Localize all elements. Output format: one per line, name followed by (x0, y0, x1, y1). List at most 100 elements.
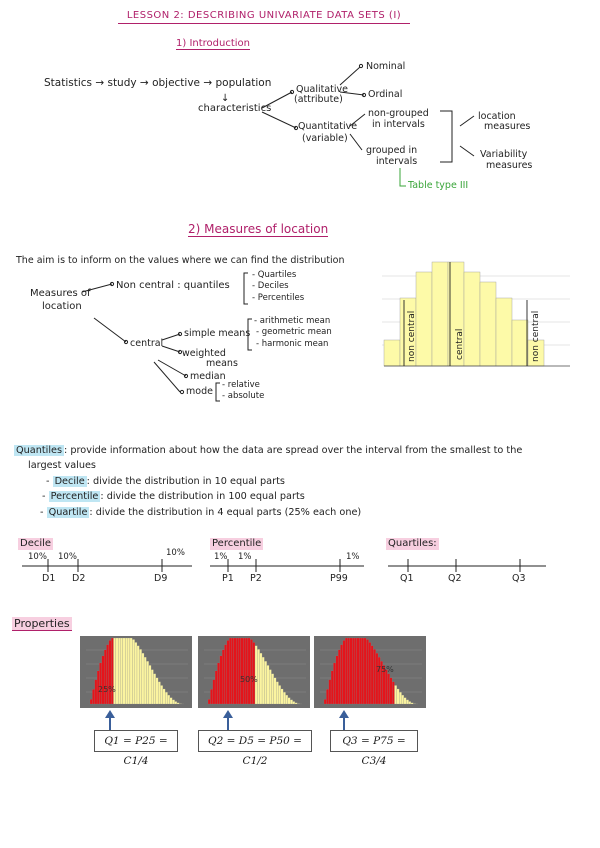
section-location-heading: 2) Measures of location (188, 222, 329, 237)
hist-label-right: non central (531, 311, 541, 362)
distribution-bar (387, 673, 390, 705)
distribution-bar (290, 699, 293, 705)
quartile-mark-1: Q1 (400, 573, 414, 584)
distribution-bar (165, 692, 168, 705)
distribution-bar (252, 642, 256, 705)
deciles-item: - Deciles (252, 281, 289, 291)
distribution-bar (340, 644, 343, 705)
distribution-bar (370, 645, 374, 705)
arithmetic-mean-item: - arithmetic mean (254, 316, 331, 326)
distribution-bar (148, 665, 152, 705)
characteristics-label: characteristics (198, 103, 272, 114)
distribution-bar (231, 637, 234, 705)
non-central-label: Non central : quantiles (116, 280, 230, 291)
percentile-mark-2: P2 (250, 573, 262, 584)
distribution-bar (118, 637, 121, 705)
mode-label: mode (186, 386, 213, 397)
distribution-bar (139, 649, 142, 705)
distribution-bar (214, 670, 218, 705)
distribution-bar (323, 699, 327, 705)
distribution-bar (243, 637, 246, 705)
distribution-bar (347, 637, 350, 705)
distribution-bar (361, 637, 365, 705)
percentile-pct-1: 1% (214, 552, 228, 562)
percentile-mark-1: P1 (222, 573, 234, 584)
distribution-bar (333, 662, 336, 705)
distribution-bar (222, 649, 225, 705)
distribution-bar (127, 637, 131, 705)
distribution-bar (266, 665, 270, 705)
quantiles-desc-2: largest values (28, 460, 96, 471)
decile-mark-1: D1 (42, 573, 56, 584)
quartile-mark-3: Q3 (512, 573, 526, 584)
distribution-bar (273, 677, 277, 705)
property-formula-3: Q3 = P75 = C3/4 (330, 730, 418, 767)
distribution-bar (224, 644, 227, 705)
distribution-bar (207, 699, 211, 705)
distribution-bar (410, 702, 414, 705)
distribution-bar (264, 661, 267, 705)
distribution-bar (384, 669, 388, 705)
weighted-label: weighted (182, 348, 226, 359)
decile-mark-2: D2 (72, 573, 86, 584)
hist-label-center: central (455, 329, 465, 360)
measures-of-label: Measures of (30, 288, 91, 299)
distribution-bar (146, 661, 149, 705)
distribution-bar (349, 637, 353, 705)
variability-label: Variability (480, 149, 528, 160)
distribution-bar (92, 689, 95, 705)
means-label: means (206, 358, 238, 369)
decile-definition: - Decile: divide the distribution in 10 … (46, 476, 285, 487)
property-formula-1: Q1 = P25 = C1/4 (94, 730, 178, 767)
percentile-line (210, 559, 364, 572)
quartile-line (388, 559, 546, 572)
distribution-bar (401, 694, 405, 705)
distribution-bar (354, 637, 357, 705)
distribution-bar (368, 642, 372, 705)
location-histogram (370, 254, 570, 368)
distribution-bar (271, 673, 274, 705)
property-chart-3: 75% (314, 636, 426, 708)
percentile-term: Percentile (48, 491, 101, 502)
percentile-pct-3: 1% (346, 552, 360, 562)
distribution-bar (294, 702, 298, 705)
quantitative-label: Quantitative (298, 121, 358, 132)
in-intervals-label: in intervals (372, 119, 425, 130)
distribution-bar (122, 637, 126, 705)
distribution-bar (345, 637, 348, 705)
percentile-line-label: Percentile (210, 538, 264, 550)
quantiles-definition: Quantiles: provide information about how… (14, 445, 522, 456)
decile-term: Decile (52, 476, 87, 487)
chart-percent-label: 75% (376, 665, 394, 674)
distribution-bar (132, 639, 135, 705)
geometric-mean-item: - geometric mean (256, 327, 332, 337)
quartile-term: Quartile (46, 507, 90, 518)
attribute-label: (attribute) (294, 94, 343, 105)
qualitative-label: Qualitative (296, 84, 348, 95)
distribution-bar (399, 692, 402, 705)
distribution-bar (408, 701, 412, 705)
aim-text: The aim is to inform on the values where… (16, 255, 345, 266)
decile-pct-3: 10% (166, 548, 185, 558)
distribution-bar (352, 637, 355, 705)
distribution-bar (153, 673, 156, 705)
distribution-bar (108, 640, 112, 705)
hist-label-left: non central (407, 311, 417, 362)
distribution-bar (94, 679, 98, 705)
harmonic-mean-item: - harmonic mean (256, 339, 329, 349)
distribution-bar (229, 637, 232, 705)
lesson-title: LESSON 2: DESCRIBING UNIVARIATE DATA SET… (118, 10, 410, 24)
distribution-bar (389, 677, 393, 705)
quantiles-desc: : provide information about how the data… (64, 445, 523, 456)
distribution-bar (240, 637, 244, 705)
decile-mark-9: D9 (154, 573, 168, 584)
simple-means-label: simple means (184, 328, 251, 339)
distribution-bar (375, 653, 379, 705)
arrow-down: ↓ (221, 93, 230, 104)
chart-percent-label: 25% (98, 685, 116, 694)
decile-line-label: Decile (18, 538, 54, 550)
distribution-bar (143, 657, 147, 705)
percentile-desc: : divide the distribution in 100 equal p… (100, 491, 305, 502)
distribution-bar (238, 637, 241, 705)
